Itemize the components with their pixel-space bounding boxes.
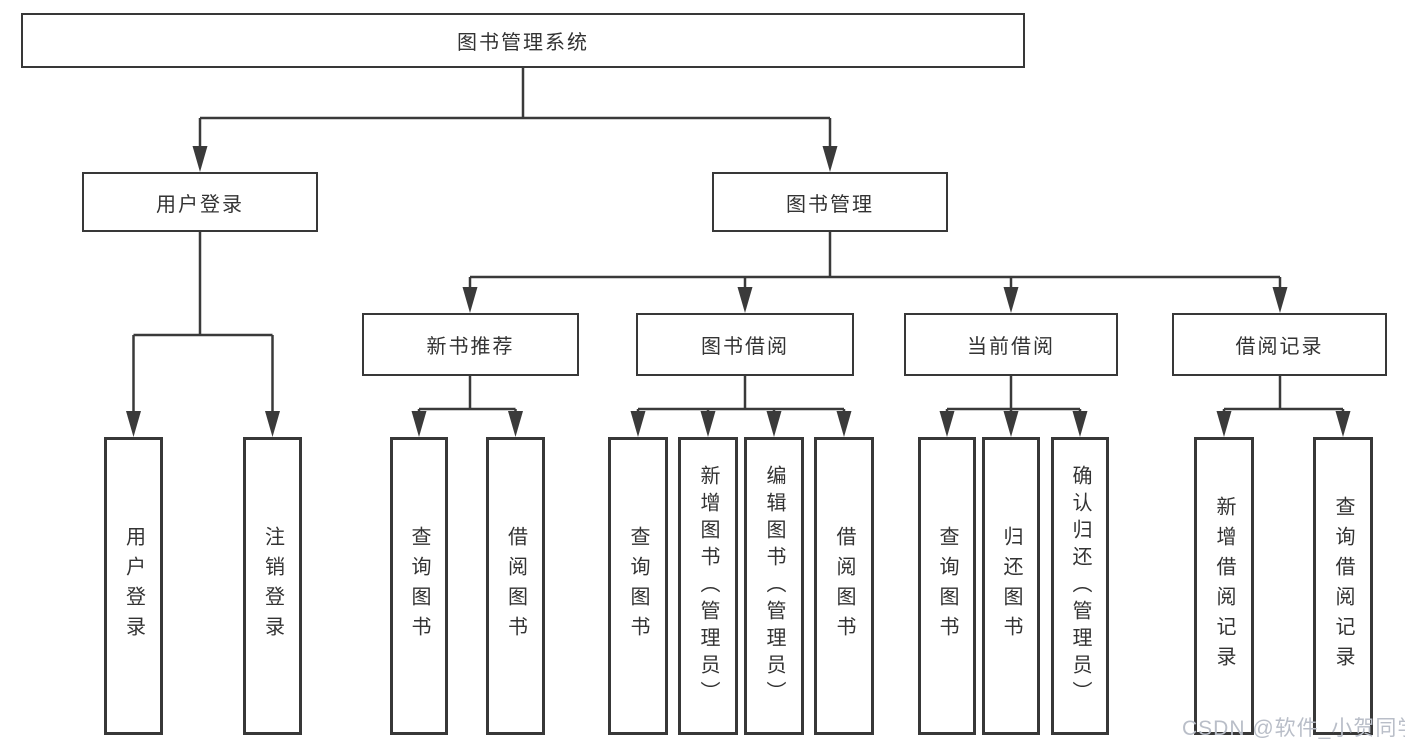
node-new-book-recommend: 新书推荐 — [362, 313, 579, 376]
leaf-user-login: 用户登录 — [104, 437, 163, 735]
node-root-label: 图书管理系统 — [457, 32, 589, 54]
connector-book-management-children — [462, 232, 1288, 313]
node-current-borrow: 当前借阅 — [904, 313, 1118, 376]
leaf-logout: 注销登录 — [243, 437, 302, 735]
node-current-borrow-label: 当前借阅 — [967, 336, 1055, 358]
leaf-edit-book-admin: 编辑图书（管理员） — [744, 437, 804, 735]
node-user-login-label: 用户登录 — [156, 193, 244, 216]
leaf-add-borrow-record: 新增借阅记录 — [1194, 437, 1254, 735]
node-user-login: 用户登录 — [82, 172, 318, 232]
leaf-return-book: 归还图书 — [982, 437, 1040, 735]
leaf-edit-book-admin-label: 编辑图书（管理员） — [763, 464, 785, 708]
leaf-user-login-label: 用户登录 — [122, 526, 145, 646]
leaf-add-book-admin: 新增图书（管理员） — [678, 437, 738, 735]
connector-book-borrow-children — [630, 376, 852, 437]
leaf-borrow-book-2-label: 借阅图书 — [833, 526, 855, 646]
leaf-confirm-return-admin-label: 确认归还（管理员） — [1069, 464, 1091, 708]
leaf-query-borrow-record-label: 查询借阅记录 — [1332, 496, 1354, 676]
leaf-confirm-return-admin: 确认归还（管理员） — [1051, 437, 1109, 735]
node-book-management: 图书管理 — [712, 172, 948, 232]
leaf-query-borrow-record: 查询借阅记录 — [1313, 437, 1373, 735]
connector-root-to-level2 — [192, 68, 838, 172]
leaf-query-book-1-label: 查询图书 — [408, 526, 430, 646]
node-book-management-label: 图书管理 — [786, 193, 874, 216]
connector-current-borrow-children — [939, 376, 1088, 437]
connector-user-login-children — [126, 232, 280, 437]
csdn-watermark: CSDN @软件_小贺同学 — [1182, 717, 1405, 740]
connector-borrow-record-children — [1216, 376, 1351, 437]
leaf-query-book-2-label: 查询图书 — [627, 526, 649, 646]
leaf-borrow-book-1-label: 借阅图书 — [504, 526, 527, 646]
node-book-borrow: 图书借阅 — [636, 313, 854, 376]
leaf-return-book-label: 归还图书 — [1000, 526, 1022, 646]
leaf-borrow-book-2: 借阅图书 — [814, 437, 874, 735]
leaf-query-book-2: 查询图书 — [608, 437, 668, 735]
leaf-query-book-3: 查询图书 — [918, 437, 976, 735]
node-new-book-recommend-label: 新书推荐 — [426, 336, 515, 358]
leaf-query-book-1: 查询图书 — [390, 437, 448, 735]
connector-new-book-children — [411, 376, 523, 437]
leaf-query-book-3-label: 查询图书 — [936, 526, 958, 646]
node-borrow-record-label: 借阅记录 — [1235, 336, 1324, 358]
leaf-add-book-admin-label: 新增图书（管理员） — [697, 464, 719, 708]
node-root-library-system: 图书管理系统 — [21, 13, 1025, 68]
leaf-logout-label: 注销登录 — [261, 526, 284, 646]
node-borrow-record: 借阅记录 — [1172, 313, 1387, 376]
leaf-add-borrow-record-label: 新增借阅记录 — [1213, 496, 1235, 676]
node-book-borrow-label: 图书借阅 — [701, 336, 789, 358]
leaf-borrow-book-1: 借阅图书 — [486, 437, 545, 735]
